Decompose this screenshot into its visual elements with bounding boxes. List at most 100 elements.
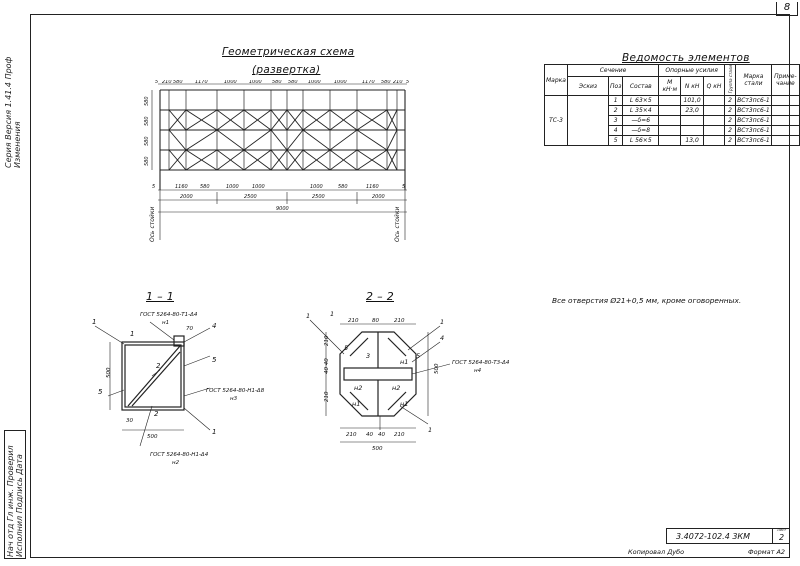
section-2-label: 1 — [440, 318, 444, 326]
vedomost-title: Ведомость элементов — [622, 52, 750, 64]
table-cell — [702, 135, 726, 147]
section-1-weld-mid: ГОСТ 5264-80-Н1-Δ8 — [206, 388, 265, 394]
geo-left-dim: 580 — [144, 156, 150, 166]
vedomost-table: Марка Сечение Опорные усилия Группа стал… — [544, 63, 800, 147]
table-cell: 2 — [724, 125, 737, 137]
section-2-drawing: 210 80 210 210 40 40 210 500 210 40 40 2… — [306, 310, 510, 452]
table-cell — [702, 125, 726, 137]
section-2-dim-top: 210 — [394, 318, 405, 324]
section-1-drawing: 1 2 5 4 5 1 2 1 ГОСТ 5264-80-Т1-Δ4 н1 ГО… — [92, 312, 265, 466]
geo-bottom-dim: 1000 — [226, 184, 239, 190]
section-1-label: 4 — [212, 322, 216, 330]
table-cell: 2 — [608, 105, 624, 117]
geo-bottom-dim: 5 — [152, 184, 155, 190]
geo-group-dim: 2500 — [244, 194, 257, 200]
section-1-dim-30: 30 — [126, 418, 133, 424]
table-cell: 1 — [608, 95, 624, 107]
table-cell: ВСт3пс6-1 — [735, 135, 772, 147]
hdr-m: М кН·м — [658, 76, 682, 97]
table-cell: 2 — [724, 105, 737, 117]
section-2-dim-top: 80 — [372, 318, 379, 324]
hdr-poz: Поз — [608, 76, 624, 97]
section-1-label: 2 — [154, 410, 159, 418]
section-2-dim-left: 210 — [324, 335, 330, 346]
section-2-dim-bottom: 210 — [394, 432, 405, 438]
table-cell: L 63×5 — [622, 95, 660, 107]
hdr-n: N кН — [680, 76, 704, 97]
stamp-block — [666, 528, 790, 544]
hdr-q: Q кН — [702, 76, 726, 97]
geo-bottom-dim: 5 — [402, 184, 405, 190]
table-cell — [680, 125, 704, 137]
page-number-box: 8 — [776, 2, 798, 16]
geo-left-dim: 580 — [144, 96, 150, 106]
section-1-dim-width: 500 — [147, 434, 158, 440]
geo-scheme-subtitle: (развертка) — [252, 64, 321, 76]
section-2-weld: ГОСТ 5264-80-Т3-Δ4 — [452, 360, 510, 366]
section-2-label: н2 — [392, 384, 400, 392]
table-cell — [770, 125, 800, 137]
table-cell: L 56×5 — [622, 135, 660, 147]
table-cell: 13,0 — [680, 135, 704, 147]
geo-scheme-title: Геометрическая схема — [222, 46, 355, 58]
side-stamp-top: Серия Версия 1.41.4 Проф Изменения — [4, 56, 22, 168]
table-cell: —δ=6 — [622, 115, 660, 127]
geo-axis-left: Ось стойки — [149, 207, 156, 242]
section-2-label: 5 — [344, 344, 348, 352]
section-2-dim-bottom: 40 — [378, 432, 385, 438]
section-1-dim-70: 70 — [186, 326, 193, 332]
table-cell: 2 — [724, 115, 737, 127]
section-2-label: н1 — [400, 400, 408, 408]
table-cell — [770, 135, 800, 147]
section-1-label: 1 — [92, 318, 96, 326]
section-2-dim-left: 210 — [324, 391, 330, 402]
table-cell — [702, 95, 726, 107]
geo-top-dim: 580 — [381, 80, 391, 85]
section-1-weld-bottom: ГОСТ 5264-80-Н1-Δ4 — [150, 452, 209, 458]
table-cell: 2 — [724, 95, 737, 107]
section-1-title: 1 – 1 — [146, 290, 174, 303]
stamp-copied: Копировал Дубо — [628, 548, 685, 556]
section-2-label: н1 — [400, 358, 408, 366]
geo-bottom-dim: 580 — [338, 184, 348, 190]
geo-top-dim: 580 — [173, 80, 183, 85]
geo-bottom-dim: 1000 — [252, 184, 265, 190]
section-1-label: 1 — [212, 428, 216, 436]
section-1-label: 5 — [212, 356, 217, 364]
section-2-label: н1 — [352, 400, 360, 408]
hdr-sostav: Состав — [622, 76, 660, 97]
table-cell: L 35×4 — [622, 105, 660, 117]
geo-top-dim: 580 — [272, 80, 282, 85]
table-cell: 4 — [608, 125, 624, 137]
hdr-gruppa: Группа стали — [724, 63, 737, 97]
row-eskiz — [566, 95, 610, 147]
stamp-sheet-box: Лист 2 — [772, 528, 790, 544]
geo-left-dim: 580 — [144, 136, 150, 146]
table-cell — [658, 105, 682, 117]
stamp-sheet-number: 2 — [778, 533, 785, 542]
table-cell — [770, 105, 800, 117]
stamp-format: Формат А2 — [748, 548, 786, 556]
table-cell — [658, 135, 682, 147]
geo-bottom-dim: 1160 — [366, 184, 379, 190]
section-2-dim-right: 500 — [434, 363, 440, 374]
table-cell — [680, 115, 704, 127]
section-2-label: н2 — [354, 384, 362, 392]
geo-top-dim: 5 — [155, 80, 158, 85]
table-cell — [658, 125, 682, 137]
table-cell: ВСт3пс6-1 — [735, 115, 772, 127]
geo-top-dim: 1000 — [249, 80, 262, 85]
geo-group-dim: 2000 — [372, 194, 385, 200]
hdr-usiliya: Опорные усилия — [658, 63, 726, 78]
geo-left-dim: 580 — [144, 116, 150, 126]
holes-note: Все отверстия Ø21+0,5 мм, кроме оговорен… — [552, 296, 742, 305]
section-1-weld-bottom-sub: н2 — [172, 460, 180, 466]
table-cell — [658, 115, 682, 127]
geo-top-dim: 210 — [162, 80, 172, 85]
section-2-title: 2 – 2 — [366, 290, 394, 303]
table-cell — [770, 115, 800, 127]
geo-scheme-drawing: 5 210 580 1170 1000 1000 580 580 1000 10… — [144, 80, 409, 242]
